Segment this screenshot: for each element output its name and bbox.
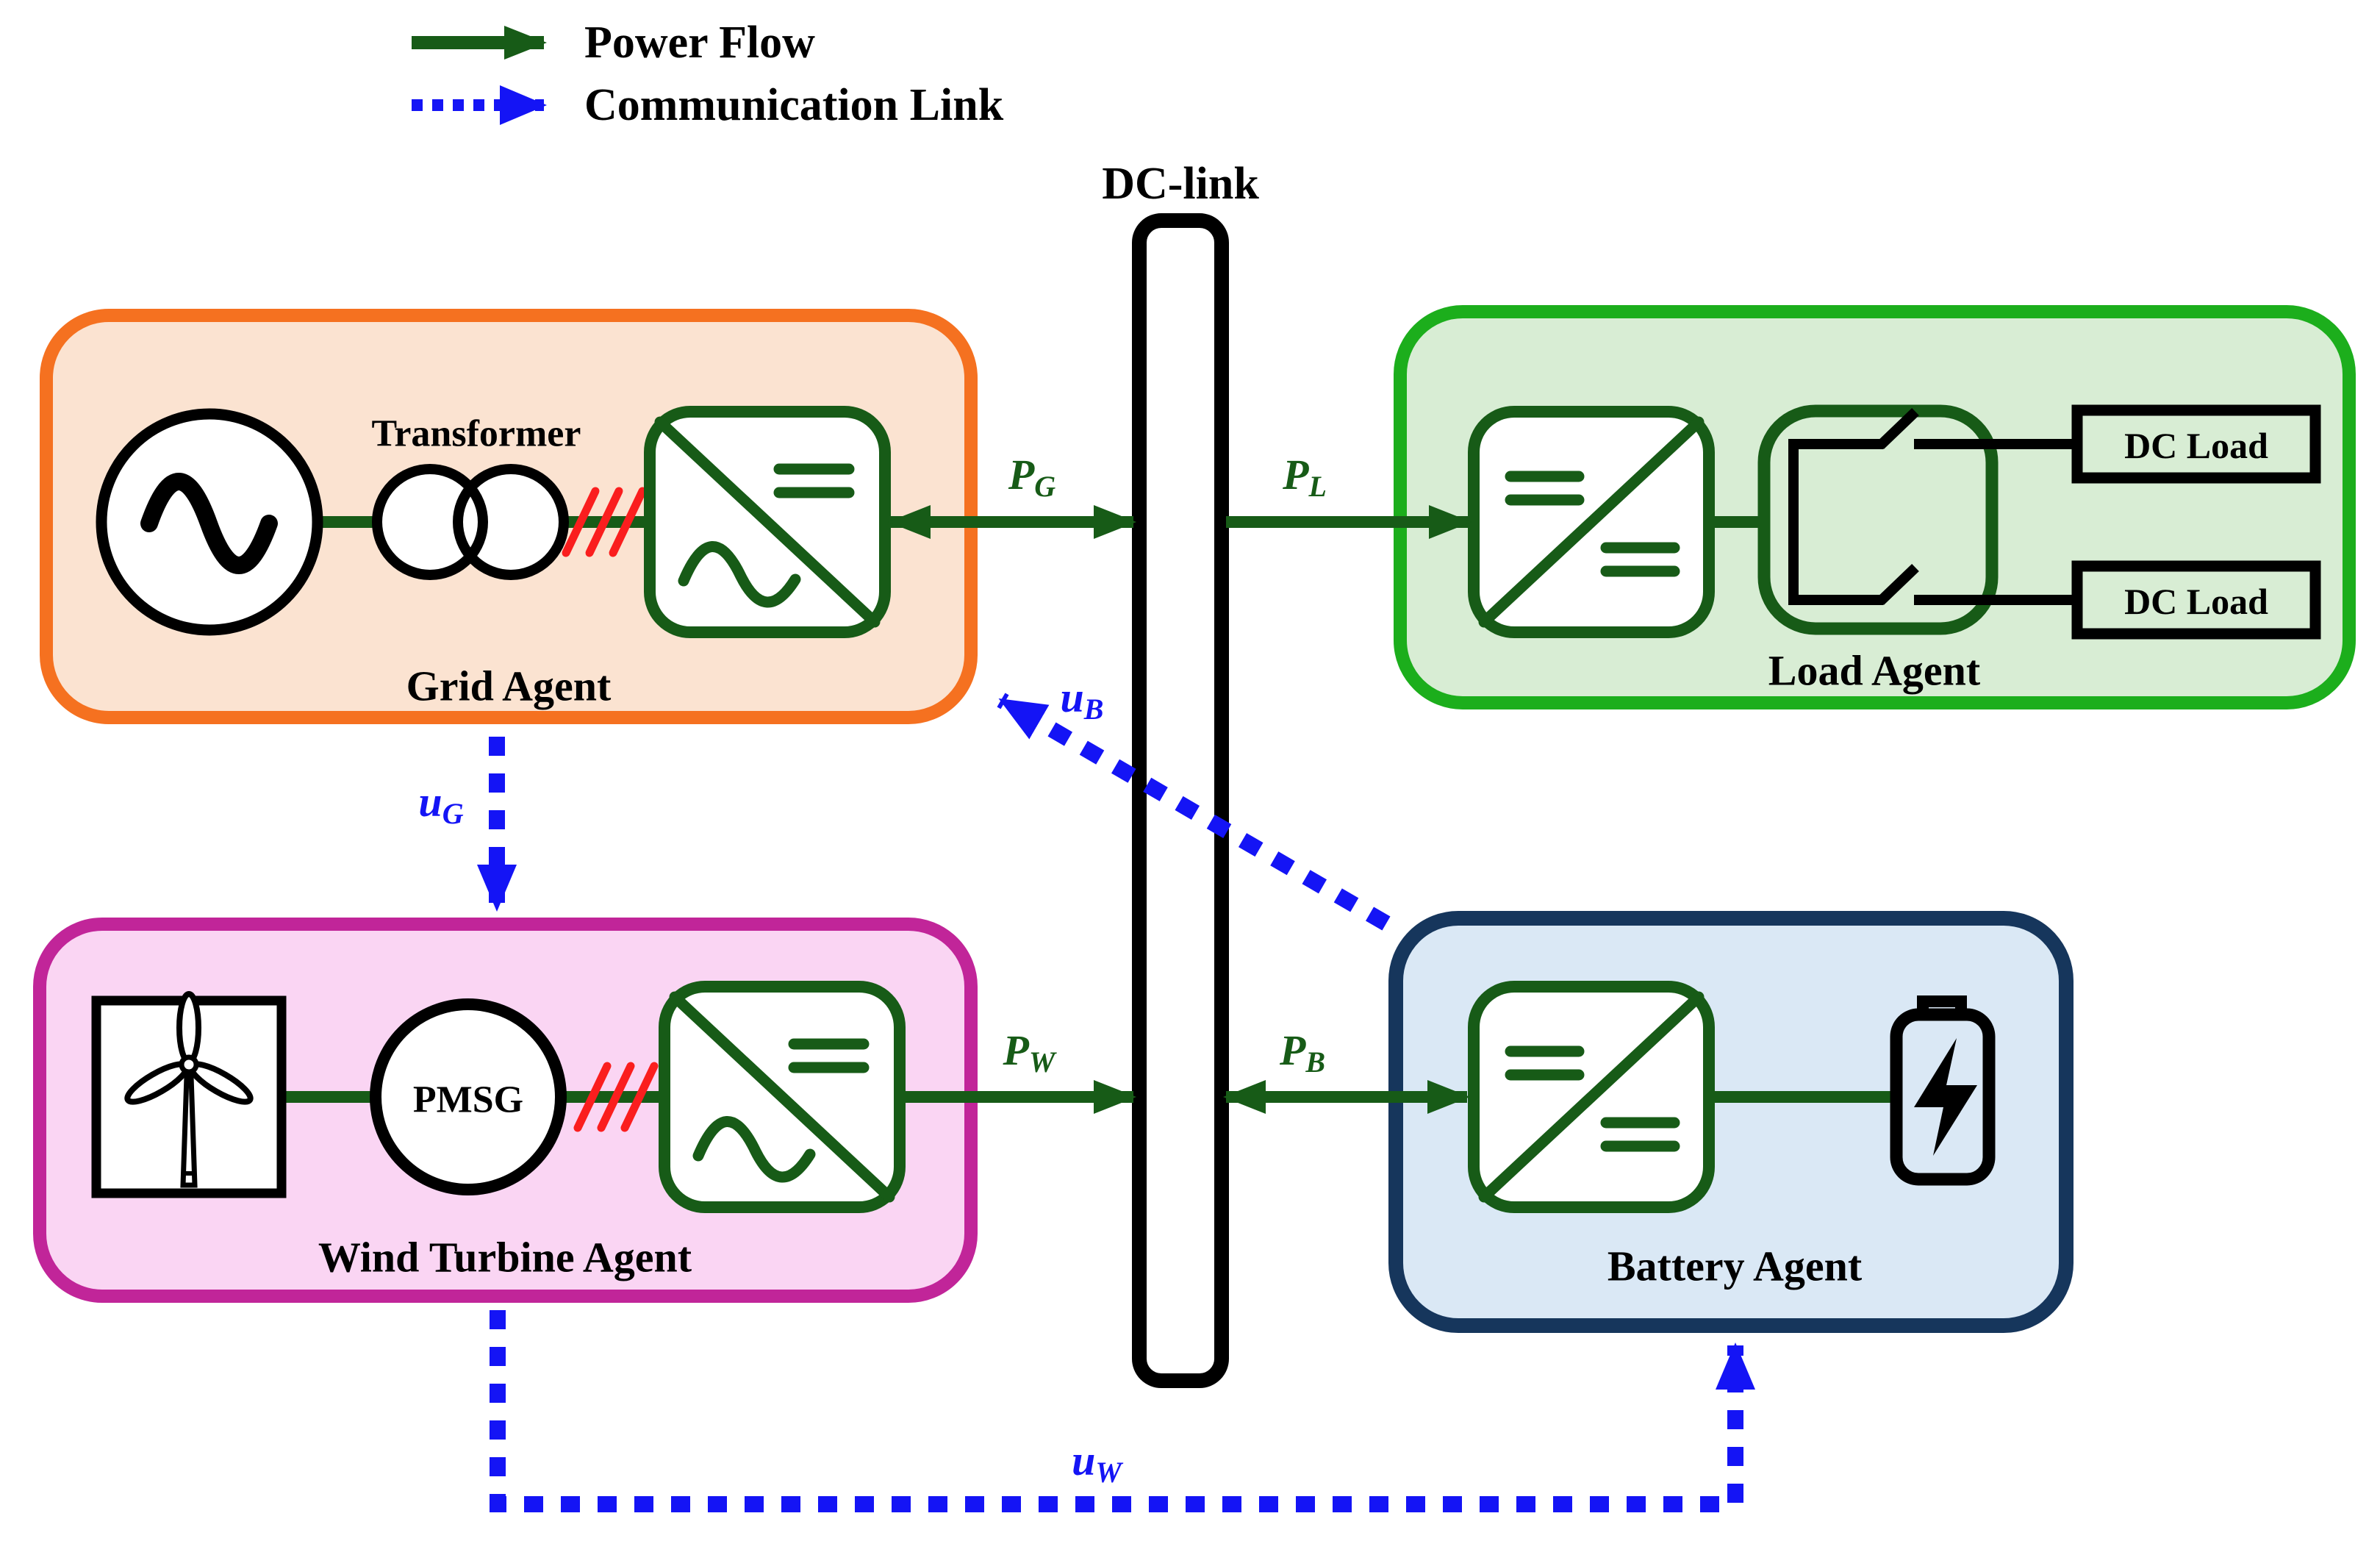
dc-load-2-box <box>2071 560 2321 640</box>
transformer-label: Transformer <box>372 413 581 455</box>
pw-label: PW <box>1002 1026 1056 1079</box>
dc-load-1: DC Load <box>2071 404 2321 484</box>
turbine-blade-1 <box>176 991 201 1065</box>
battery-converter-diagonal <box>1478 991 1705 1203</box>
pg-label: PG <box>1008 451 1055 503</box>
dc-load-1-box <box>2071 404 2321 484</box>
ub-label-base: u <box>1061 673 1084 721</box>
grid-agent-box: Transformer Grid Agent <box>40 309 978 724</box>
legend-power-flow-label: Power Flow <box>584 18 815 68</box>
wind-converter-diagonal <box>669 991 895 1203</box>
power-flow-arrows: PG PL PW PB <box>888 451 1472 1114</box>
ub-comm-arrow <box>997 693 1391 931</box>
wind-acdc-converter-icon <box>659 981 906 1213</box>
wind-agent-label: Wind Turbine Agent <box>318 1234 692 1281</box>
ub-label: uB <box>1061 673 1104 726</box>
pw-label-base: P <box>1002 1026 1029 1074</box>
uw-label: uW <box>1072 1437 1123 1489</box>
turbine-hub <box>179 1054 199 1075</box>
grid-three-phase-marks <box>562 487 647 557</box>
pmsg-generator-icon: PMSG <box>370 998 567 1195</box>
battery-bolt-icon <box>1914 1038 1977 1156</box>
uw-label-sub: W <box>1095 1456 1123 1489</box>
communication-links: uG uB uW <box>418 673 1755 1512</box>
ug-label-base: u <box>418 778 442 826</box>
legend-communication-link-label: Communication Link <box>584 80 1004 130</box>
pg-label-sub: G <box>1034 470 1055 503</box>
pw-label-sub: W <box>1029 1045 1057 1079</box>
transformer-coil-1-fill <box>377 469 483 575</box>
load-agent-label: Load Agent <box>1768 647 1981 695</box>
ac-sine-glyph <box>140 473 278 574</box>
load-converter-diagonal <box>1478 416 1705 628</box>
dc-link-label: DC-link <box>1102 159 1259 209</box>
transformer-coil-2-fill <box>458 469 564 575</box>
ug-label-sub: G <box>442 797 464 830</box>
battery-terminal <box>1917 995 1967 1015</box>
switch-blade-1 <box>1877 407 1919 450</box>
grid-agent-label: Grid Agent <box>406 662 612 710</box>
load-switch-panel <box>1757 404 2079 635</box>
pmsg-circle <box>370 998 567 1195</box>
pl-label: PL <box>1282 451 1327 503</box>
battery-agent-label: Battery Agent <box>1607 1243 1863 1290</box>
load-dcdc-converter-icon <box>1468 406 1715 638</box>
uw-label-base: u <box>1072 1437 1095 1484</box>
grid-converter-ac-symbol <box>678 541 801 608</box>
dc-load-2-label: DC Load <box>2124 581 2268 622</box>
dc-load-1-label: DC Load <box>2124 425 2268 466</box>
uw-comm-arrow <box>490 1310 1755 1512</box>
transformer-icon <box>372 464 569 580</box>
ac-source-icon <box>96 408 323 636</box>
battery-icon <box>1890 995 1996 1186</box>
pb-label-base: P <box>1279 1026 1306 1074</box>
battery-dcdc-converter-icon <box>1468 981 1715 1213</box>
pl-label-sub: L <box>1308 470 1327 503</box>
switch-blade-2 <box>1877 563 1919 606</box>
switch-panel-frame <box>1757 404 1999 635</box>
transformer-coil-2 <box>453 464 569 580</box>
legend: Power Flow Communication Link <box>412 18 1004 130</box>
wind-turbine-agent-box: PMSG Wind Turbine Agent <box>33 918 978 1303</box>
pb-label-sub: B <box>1305 1045 1325 1079</box>
ug-label: uG <box>418 778 463 830</box>
pb-label: PB <box>1279 1026 1325 1079</box>
wind-three-phase-marks <box>573 1062 659 1132</box>
turbine-tower <box>180 1073 198 1188</box>
battery-agent-box: Battery Agent <box>1388 911 2073 1333</box>
transformer-coil-1 <box>372 464 488 580</box>
pg-label-base: P <box>1008 451 1035 498</box>
pl-label-base: P <box>1282 451 1309 498</box>
pmsg-label: PMSG <box>413 1079 523 1121</box>
grid-converter-diagonal <box>654 416 881 628</box>
wind-converter-ac-symbol <box>692 1116 816 1183</box>
battery-body <box>1890 1008 1996 1186</box>
dc-load-2: DC Load <box>2071 560 2321 640</box>
ub-label-sub: B <box>1083 693 1104 726</box>
grid-acdc-converter-icon <box>644 406 891 638</box>
load-agent-box: DC Load DC Load Load Agent <box>1394 305 2356 709</box>
wind-turbine-icon <box>91 991 287 1198</box>
